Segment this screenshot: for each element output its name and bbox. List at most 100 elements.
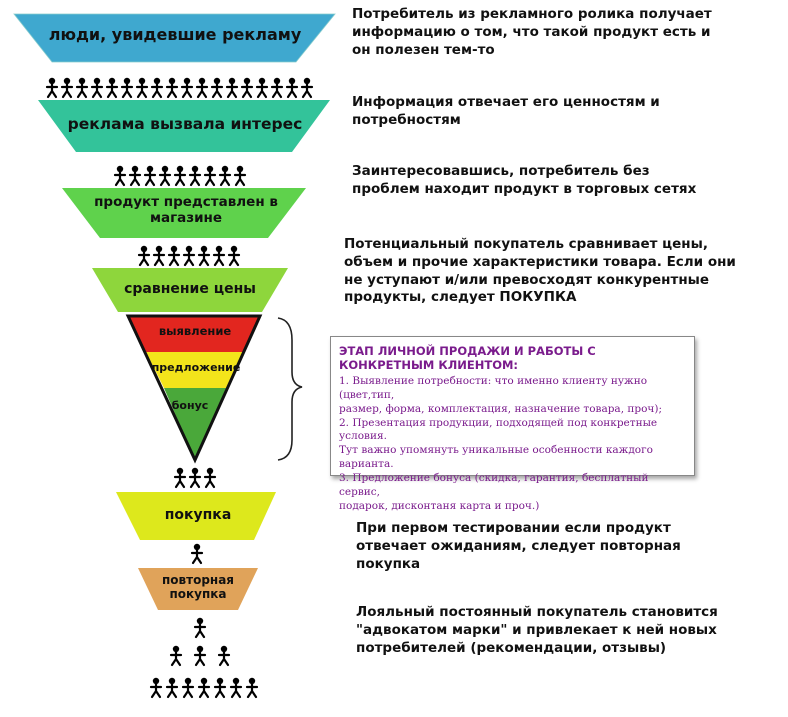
stick-figure-icon [165, 676, 179, 699]
stick-figure-icon [60, 76, 74, 99]
stick-figure-icon [128, 164, 142, 187]
stick-figure-icon [227, 244, 241, 267]
stick-figure-icon [75, 76, 89, 99]
figures-row-1 [45, 76, 314, 99]
stick-figure-icon [150, 76, 164, 99]
stick-figure-icon [229, 676, 243, 699]
stage-label-5: покупка [164, 507, 232, 523]
personal-sales-box: ЭТАП ЛИЧНОЙ ПРОДАЖИ И РАБОТЫ С КОНКРЕТНЫ… [330, 336, 695, 512]
description-2: Информация отвечает его ценностям и потр… [352, 94, 772, 130]
triangle-label-1: выявление [158, 324, 232, 338]
description-line: При первом тестировании если продукт [356, 520, 671, 536]
description-line: Информация отвечает его ценностям и [352, 94, 660, 110]
stick-figure-icon [193, 644, 207, 667]
triangle-segment-1 [128, 316, 260, 352]
stage-band-4 [92, 268, 288, 312]
stick-figure-icon [210, 76, 224, 99]
description-line: потребителей (рекомендации, отзывы) [356, 639, 667, 656]
stick-figure-icon [135, 76, 149, 99]
stick-figure-icon [190, 542, 204, 565]
stage-band-1 [13, 13, 336, 63]
description-line: отвечает ожиданиям, следует повторная [356, 537, 681, 554]
stick-figure-icon [212, 244, 226, 267]
description-line: Потенциальный покупатель сравнивает цены… [344, 236, 708, 252]
box-item-3: 3. Предложение бонуса (скидка, гарантия,… [339, 472, 686, 514]
description-line: Потребитель из рекламного ролика получае… [352, 6, 712, 22]
stick-figure-icon [255, 76, 269, 99]
stick-figure-icon [90, 76, 104, 99]
stick-figure-icon [188, 164, 202, 187]
description-line: "адвокатом марки" и привлекает к ней нов… [356, 621, 717, 638]
box-line: варианта. [339, 458, 394, 471]
stick-figure-icon [203, 164, 217, 187]
box-line: подарок, дисконтаня карта и проч.) [339, 499, 540, 512]
stick-figure-icon [300, 76, 314, 99]
description-line: он полезен тем-то [352, 41, 495, 58]
description-line: Заинтересовавшись, потребитель без [352, 163, 650, 179]
stick-figure-icon [225, 76, 239, 99]
stick-figure-icon [120, 76, 134, 99]
triangle-segment-2 [146, 352, 243, 388]
stick-figure-icon [197, 676, 211, 699]
stage-label-4: сравнение цены [124, 281, 256, 297]
description-line: покупка [356, 555, 421, 572]
stick-figure-icon [137, 244, 151, 267]
stage-band-6 [138, 568, 258, 610]
figures-row-2 [113, 164, 247, 187]
description-line: проблем находит продукт в торговых сетях [352, 180, 697, 197]
description-line: продукты, следует ПОКУПКА [344, 289, 577, 306]
stick-figure-icon [188, 466, 202, 489]
stick-figure-icon [182, 244, 196, 267]
stick-figure-icon [217, 644, 231, 667]
stick-figure-icon [197, 244, 211, 267]
stick-figure-icon [180, 76, 194, 99]
stick-figure-icon [213, 676, 227, 699]
box-item-1: 1. Выявление потребности: что именно кли… [339, 375, 686, 417]
stick-figure-icon [143, 164, 157, 187]
description-1: Потребитель из рекламного ролика получае… [352, 6, 772, 59]
description-line: объем и прочие характеристики товара. Ес… [344, 253, 736, 270]
figures-row-4 [173, 466, 217, 489]
triangle-segment-3 [164, 388, 226, 460]
stick-figure-icon [233, 164, 247, 187]
description-line: информацию о том, что такой продукт есть… [352, 23, 711, 40]
box-title: ЭТАП ЛИЧНОЙ ПРОДАЖИ И РАБОТЫ С КОНКРЕТНЫ… [339, 344, 596, 372]
stick-figure-icon [195, 76, 209, 99]
stick-figure-icon [173, 164, 187, 187]
description-4: Потенциальный покупатель сравнивает цены… [344, 236, 784, 307]
figures-row-3 [137, 244, 241, 267]
stick-figure-icon [152, 244, 166, 267]
stick-figure-icon [167, 244, 181, 267]
description-line: потребностям [352, 111, 461, 128]
stick-figure-icon [203, 466, 217, 489]
stick-figure-icon [181, 676, 195, 699]
stick-figure-icon [45, 76, 59, 99]
stick-figure-icon [285, 76, 299, 99]
figures-row-5 [190, 542, 204, 565]
box-line: Тут важно упомянуть уникальные особеннос… [339, 444, 653, 457]
stick-figure-icon [270, 76, 284, 99]
box-line: 2. Презентация продукции, подходящей под… [339, 416, 658, 443]
stick-figure-icon [193, 616, 207, 639]
description-line: Лояльный постоянный покупатель становитс… [356, 604, 718, 620]
stick-figure-icon [149, 676, 163, 699]
stage-label-3: продукт представлен в магазине [94, 194, 278, 226]
box-line: размер, форма, комплектация, назначение … [339, 402, 662, 415]
triangle-label-3: бонус [171, 399, 209, 412]
box-item-2: 2. Презентация продукции, подходящей под… [339, 417, 686, 472]
stick-figure-icon [173, 466, 187, 489]
stick-figure-icon [218, 164, 232, 187]
stick-figure-icon [158, 164, 172, 187]
description-6: Лояльный постоянный покупатель становитс… [356, 604, 776, 657]
stage-band-5 [116, 492, 276, 540]
stage-band-3 [62, 188, 306, 238]
stage-label-2: реклама вызвала интерес [67, 115, 303, 133]
box-line: 1. Выявление потребности: что именно кли… [339, 375, 648, 401]
triangle-label-2: предложение [151, 361, 241, 374]
stick-figure-icon [165, 76, 179, 99]
triangle-outline [125, 314, 263, 464]
description-5: При первом тестировании если продукт отв… [356, 520, 776, 573]
description-line: не уступают и/или превосходят конкурентн… [344, 271, 710, 288]
